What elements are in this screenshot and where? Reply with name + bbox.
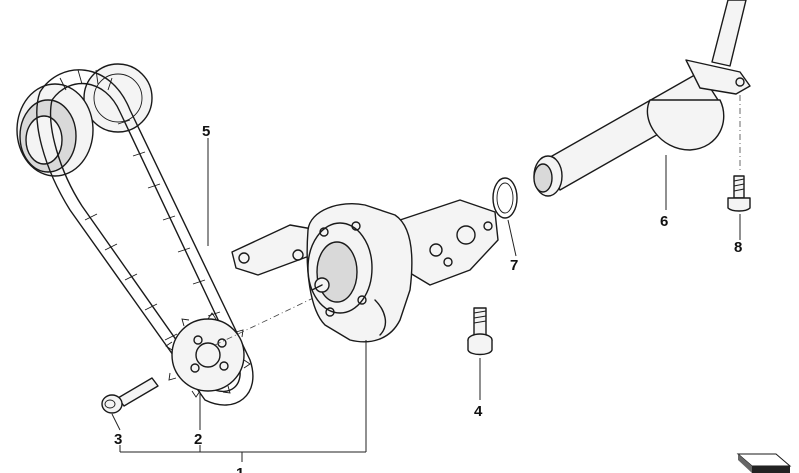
bolt-3 [101, 377, 159, 414]
oil-pump [231, 199, 499, 343]
callout-3: 3 [114, 431, 122, 448]
o-ring [492, 177, 518, 219]
page-corner-icon [736, 453, 792, 473]
callout-8: 8 [734, 239, 742, 256]
callout-7: 7 [510, 257, 518, 274]
callout-4: 4 [474, 403, 483, 420]
callout-1: 1 [236, 465, 244, 473]
alignment-axis [214, 289, 331, 346]
camshaft-sprocket-upper [16, 63, 153, 177]
timing-chain [36, 69, 254, 406]
callout-5: 5 [202, 123, 210, 140]
suction-pipe [533, 0, 751, 197]
callout-2: 2 [194, 431, 202, 448]
bolt-4 [467, 307, 493, 356]
bolt-8 [727, 175, 751, 212]
leader-lines [111, 138, 741, 462]
callout-6: 6 [660, 213, 668, 230]
crankshaft-sprocket [165, 312, 251, 398]
